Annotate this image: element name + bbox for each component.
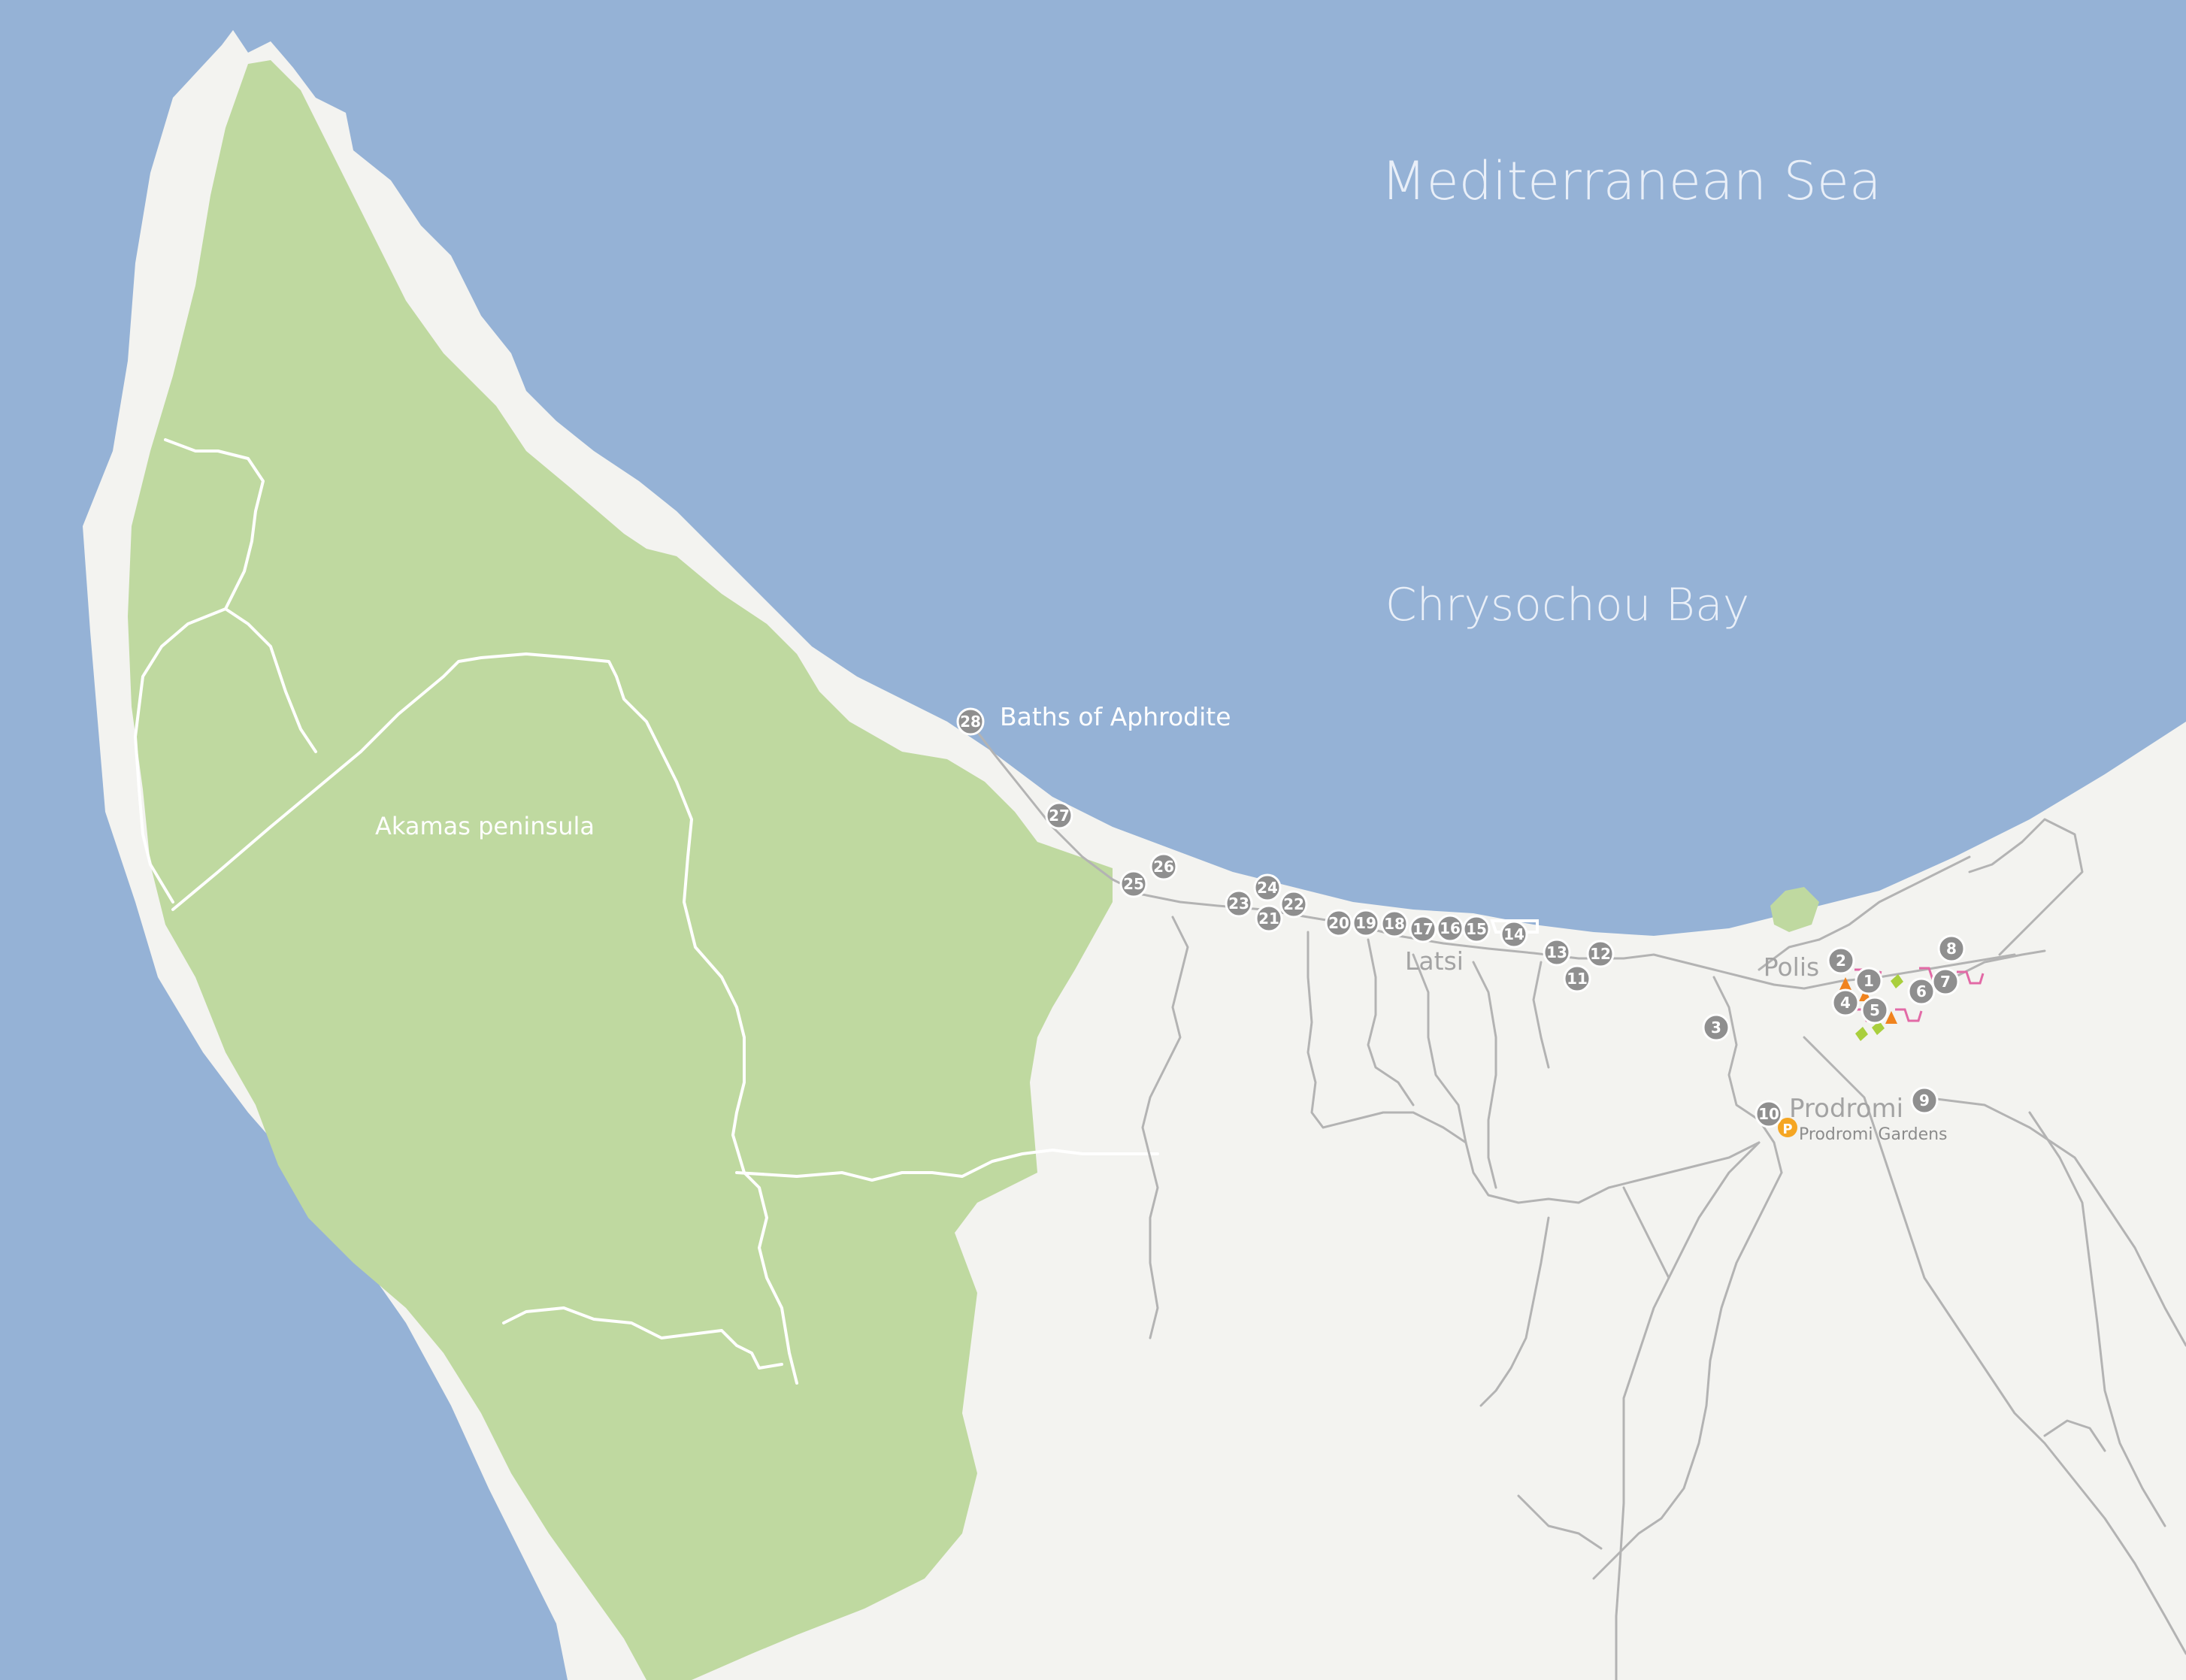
shopping-cart-icon[interactable] bbox=[1957, 970, 1985, 985]
marker-22[interactable]: 22 bbox=[1279, 890, 1308, 919]
marker-28[interactable]: 28 bbox=[956, 707, 985, 736]
svg-text:24: 24 bbox=[1257, 879, 1278, 897]
svg-text:7: 7 bbox=[1940, 973, 1951, 991]
prodromi-label: Prodromi bbox=[1789, 1094, 1903, 1124]
svg-text:13: 13 bbox=[1546, 943, 1567, 961]
marker-13[interactable]: 13 bbox=[1543, 938, 1571, 967]
svg-text:27: 27 bbox=[1049, 807, 1070, 825]
marker-24[interactable]: 24 bbox=[1253, 873, 1282, 902]
svg-text:3: 3 bbox=[1711, 1019, 1721, 1037]
svg-text:14: 14 bbox=[1503, 925, 1524, 943]
bay-label: Chrysochou Bay bbox=[1385, 579, 1749, 631]
svg-text:11: 11 bbox=[1567, 970, 1588, 988]
shopping-cart-icon[interactable] bbox=[1895, 1008, 1923, 1022]
svg-text:16: 16 bbox=[1440, 919, 1461, 937]
tourist-attraction-icon[interactable] bbox=[1839, 977, 1851, 990]
marker-2[interactable]: 2 bbox=[1827, 946, 1855, 975]
marker-6[interactable]: 6 bbox=[1907, 977, 1936, 1006]
marker-8[interactable]: 8 bbox=[1937, 934, 1966, 963]
svg-text:18: 18 bbox=[1384, 915, 1405, 933]
svg-text:8: 8 bbox=[1946, 940, 1957, 958]
marker-17[interactable]: 17 bbox=[1409, 915, 1437, 943]
svg-text:21: 21 bbox=[1258, 910, 1279, 928]
marker-11[interactable]: 11 bbox=[1563, 964, 1591, 993]
svg-text:20: 20 bbox=[1328, 914, 1349, 932]
svg-text:25: 25 bbox=[1123, 875, 1144, 893]
marker-16[interactable]: 16 bbox=[1436, 914, 1464, 943]
tourist-attraction-icon[interactable] bbox=[1859, 988, 1871, 1001]
svg-text:5: 5 bbox=[1870, 1001, 1880, 1019]
harbour-icon bbox=[1490, 919, 1539, 934]
marker-5[interactable]: 5 bbox=[1861, 996, 1889, 1025]
svg-text:15: 15 bbox=[1466, 920, 1487, 938]
parking-icon[interactable]: P bbox=[1778, 1118, 1797, 1137]
sea-label: Mediterranean Sea bbox=[1381, 150, 1882, 212]
akamas-park-area bbox=[128, 60, 1113, 1680]
latsi-label: Latsi bbox=[1405, 946, 1464, 976]
svg-text:17: 17 bbox=[1412, 920, 1434, 938]
svg-text:12: 12 bbox=[1590, 945, 1611, 963]
svg-text:19: 19 bbox=[1355, 914, 1376, 932]
svg-text:1: 1 bbox=[1864, 972, 1874, 990]
svg-text:6: 6 bbox=[1916, 982, 1927, 1000]
marker-27[interactable]: 27 bbox=[1045, 801, 1073, 830]
tourist-attraction-icon[interactable] bbox=[1885, 1011, 1897, 1024]
svg-text:26: 26 bbox=[1153, 858, 1174, 876]
marker-4[interactable]: 4 bbox=[1831, 988, 1860, 1017]
leaf-icon[interactable] bbox=[1872, 1021, 1885, 1035]
svg-text:P: P bbox=[1782, 1122, 1792, 1137]
marker-20[interactable]: 20 bbox=[1325, 909, 1353, 937]
svg-text:23: 23 bbox=[1228, 894, 1249, 913]
polis-label: Polis bbox=[1764, 952, 1819, 982]
marker-10[interactable]: 10 bbox=[1755, 1100, 1783, 1128]
svg-text:28: 28 bbox=[960, 713, 981, 731]
marker-14[interactable]: 14 bbox=[1500, 920, 1528, 949]
marker-19[interactable]: 19 bbox=[1352, 909, 1380, 937]
marker-25[interactable]: 25 bbox=[1119, 870, 1148, 898]
marker-15[interactable]: 15 bbox=[1462, 915, 1491, 943]
marker-7[interactable]: 7 bbox=[1931, 967, 1960, 996]
baths-of-aphrodite-label: Baths of Aphrodite bbox=[1000, 702, 1231, 731]
peninsula-roads bbox=[134, 438, 1159, 1385]
leaf-icon[interactable] bbox=[1855, 1027, 1868, 1041]
svg-text:22: 22 bbox=[1283, 895, 1304, 913]
marker-9[interactable]: 9 bbox=[1910, 1086, 1939, 1115]
svg-text:2: 2 bbox=[1836, 952, 1846, 970]
svg-text:9: 9 bbox=[1919, 1091, 1930, 1109]
prodromi-gardens-label: Prodromi Gardens bbox=[1799, 1125, 1948, 1144]
mainland-roads bbox=[968, 720, 2186, 1680]
svg-text:4: 4 bbox=[1840, 994, 1851, 1012]
marker-12[interactable]: 12 bbox=[1586, 940, 1615, 968]
marker-26[interactable]: 26 bbox=[1149, 852, 1178, 881]
marker-18[interactable]: 18 bbox=[1380, 910, 1409, 938]
marker-23[interactable]: 23 bbox=[1225, 889, 1253, 918]
marker-3[interactable]: 3 bbox=[1702, 1013, 1730, 1042]
marker-21[interactable]: 21 bbox=[1255, 904, 1283, 933]
svg-text:10: 10 bbox=[1758, 1105, 1779, 1123]
akamas-label: Akamas peninsula bbox=[375, 812, 595, 840]
polis-park-area bbox=[1770, 887, 1819, 932]
marker-1[interactable]: 1 bbox=[1854, 967, 1883, 995]
leaf-icon[interactable] bbox=[1891, 974, 1903, 988]
